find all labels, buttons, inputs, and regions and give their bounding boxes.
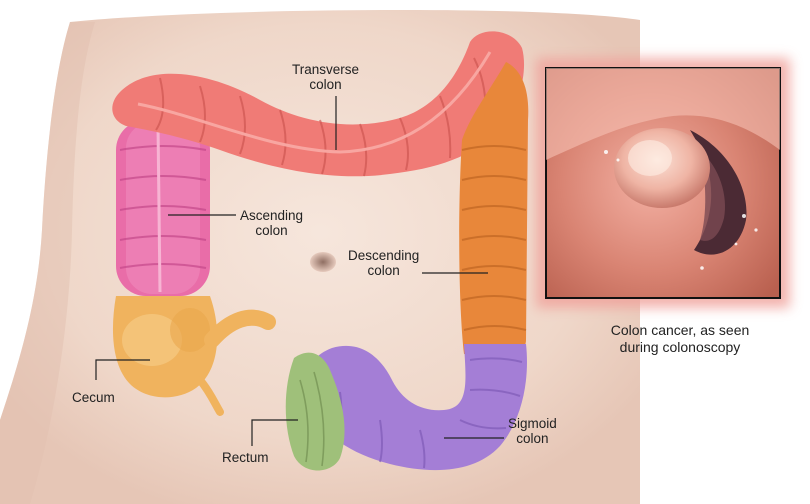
ascending-colon [116, 120, 210, 296]
label-rectum: Rectum [222, 450, 269, 465]
torso-shading-left [0, 22, 95, 504]
descending-colon [459, 62, 529, 357]
navel [310, 252, 336, 272]
colonoscopy-inset [536, 58, 790, 308]
cecum [112, 296, 276, 416]
rectum [285, 352, 345, 471]
leader-lines [95, 96, 504, 446]
label-cecum: Cecum [72, 390, 115, 405]
